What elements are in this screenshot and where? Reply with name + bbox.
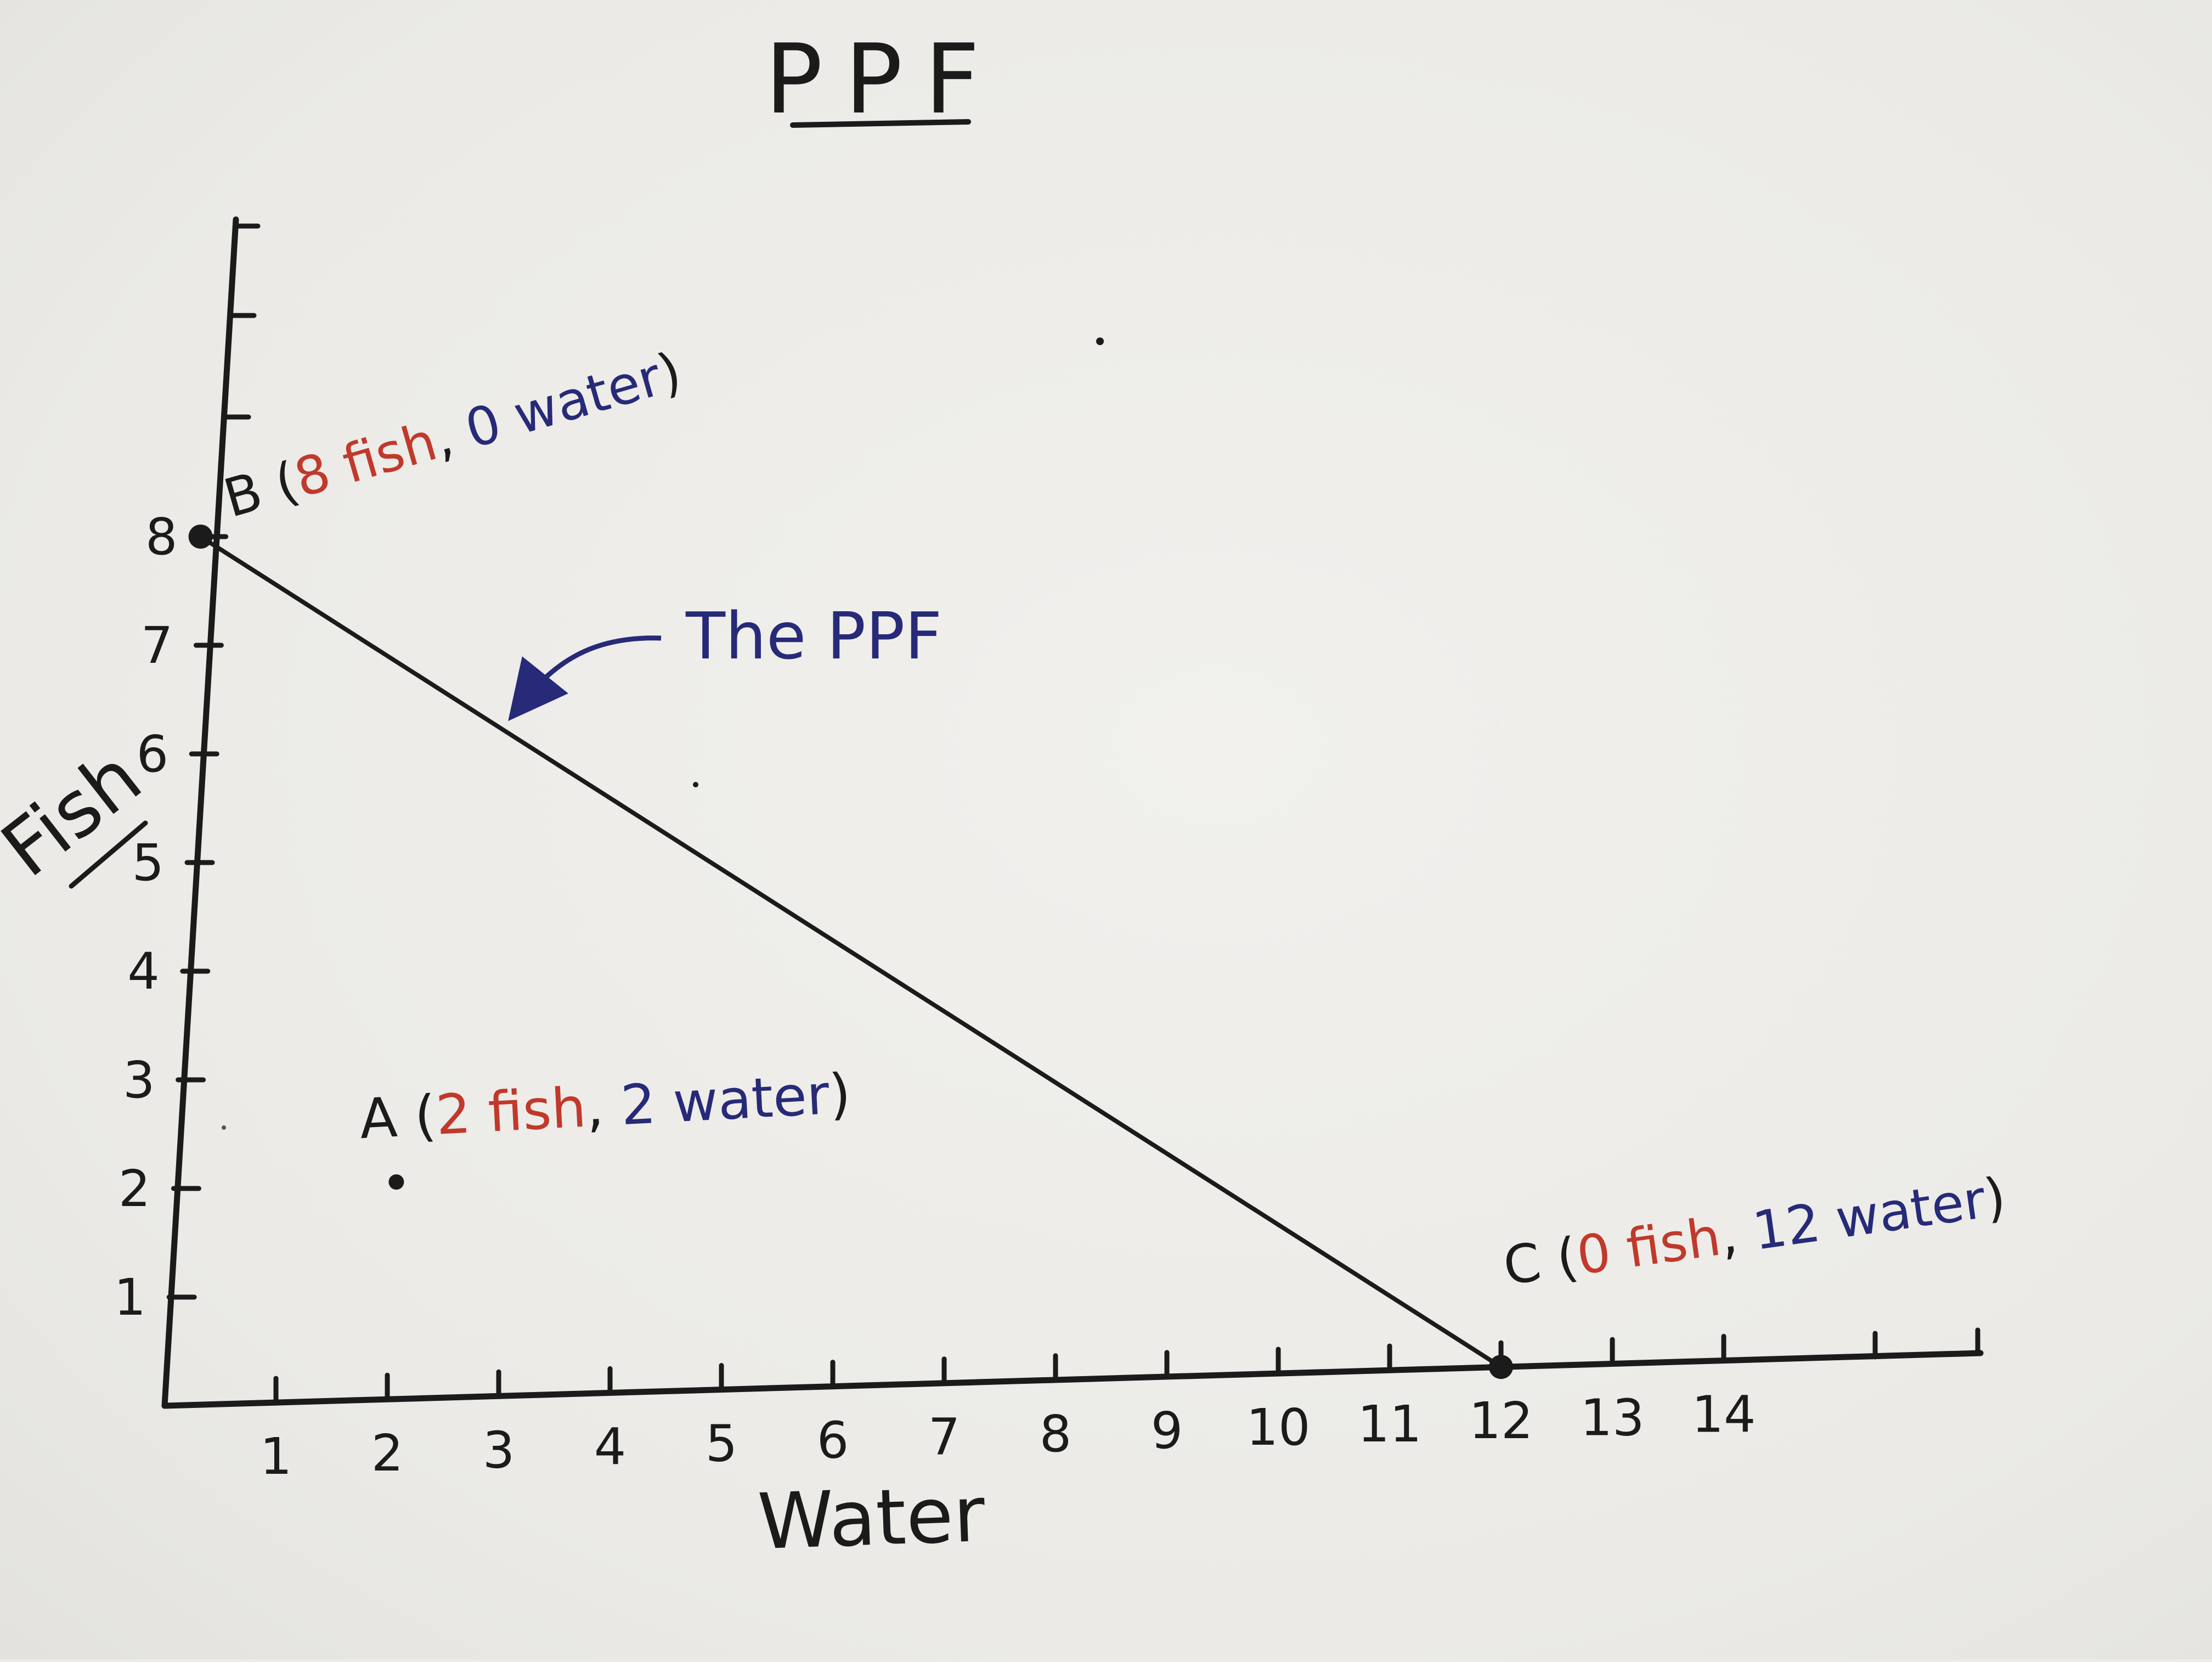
title-underline	[790, 119, 971, 128]
point-b-label: B (8 fish, 0 water)	[217, 340, 688, 529]
y-tick-label: 3	[123, 1051, 155, 1109]
y-tick-label: 5	[132, 833, 164, 892]
x-tick-label: 10	[1246, 1398, 1310, 1457]
chart-title: PPF	[765, 24, 1002, 136]
point-c-label: C (0 fish, 12 water)	[1500, 1166, 2010, 1297]
x-tick-label: 4	[594, 1417, 627, 1476]
point-c-water-value: 12 water	[1749, 1169, 1989, 1262]
point-b-water-value: 0 water	[459, 346, 668, 460]
point-c	[1489, 1355, 1513, 1379]
y-tick-label: 6	[137, 725, 169, 784]
x-tick-label: 7	[928, 1408, 961, 1467]
ppf-line	[198, 534, 1503, 1370]
point-c-fish-value: 0 fish	[1573, 1206, 1724, 1287]
stray-dot	[222, 1125, 226, 1130]
y-tick-label: 7	[141, 616, 173, 675]
point-b-fish-value: 8 fish	[288, 410, 444, 509]
x-tick-label: 11	[1357, 1395, 1421, 1453]
x-tick-label: 12	[1469, 1391, 1533, 1450]
x-tick-label: 2	[371, 1424, 404, 1483]
point-a-label: A (2 fish, 2 water)	[358, 1061, 853, 1151]
point-a	[388, 1174, 404, 1190]
x-tick-label: 5	[706, 1415, 738, 1473]
point-a-comma: ,	[584, 1073, 623, 1139]
point-a-water-value: 2 water	[619, 1062, 832, 1137]
x-tick-label: 14	[1691, 1385, 1756, 1444]
y-tick-label: 2	[119, 1159, 151, 1218]
point-a-open-paren: (	[413, 1083, 438, 1148]
annotation-the-ppf: The PPF	[685, 598, 942, 674]
x-tick-label: 3	[483, 1421, 515, 1479]
x-tick-label: 13	[1580, 1388, 1644, 1447]
x-axis	[161, 1350, 1984, 1409]
x-tick-label: 8	[1040, 1405, 1072, 1463]
x-axis-label: Water	[757, 1470, 987, 1567]
y-tick-label: 1	[114, 1268, 146, 1327]
point-a-fish-value: 2 fish	[435, 1075, 588, 1147]
y-tick-label: 4	[127, 942, 160, 1001]
stray-dot	[693, 782, 698, 787]
x-tick-label: 6	[817, 1411, 849, 1470]
point-a-name: A	[358, 1085, 399, 1151]
y-axis-label-underline	[69, 820, 148, 889]
y-tick-label: 8	[145, 508, 178, 566]
point-b	[188, 525, 213, 549]
point-c-name: C	[1500, 1231, 1545, 1297]
x-tick-label: 1	[260, 1427, 292, 1486]
y-axis	[161, 216, 239, 1409]
stray-dot	[1096, 337, 1104, 345]
point-a-close-paren: )	[827, 1061, 852, 1126]
x-tick-label: 9	[1151, 1401, 1183, 1460]
annotation-arrow	[508, 635, 662, 722]
